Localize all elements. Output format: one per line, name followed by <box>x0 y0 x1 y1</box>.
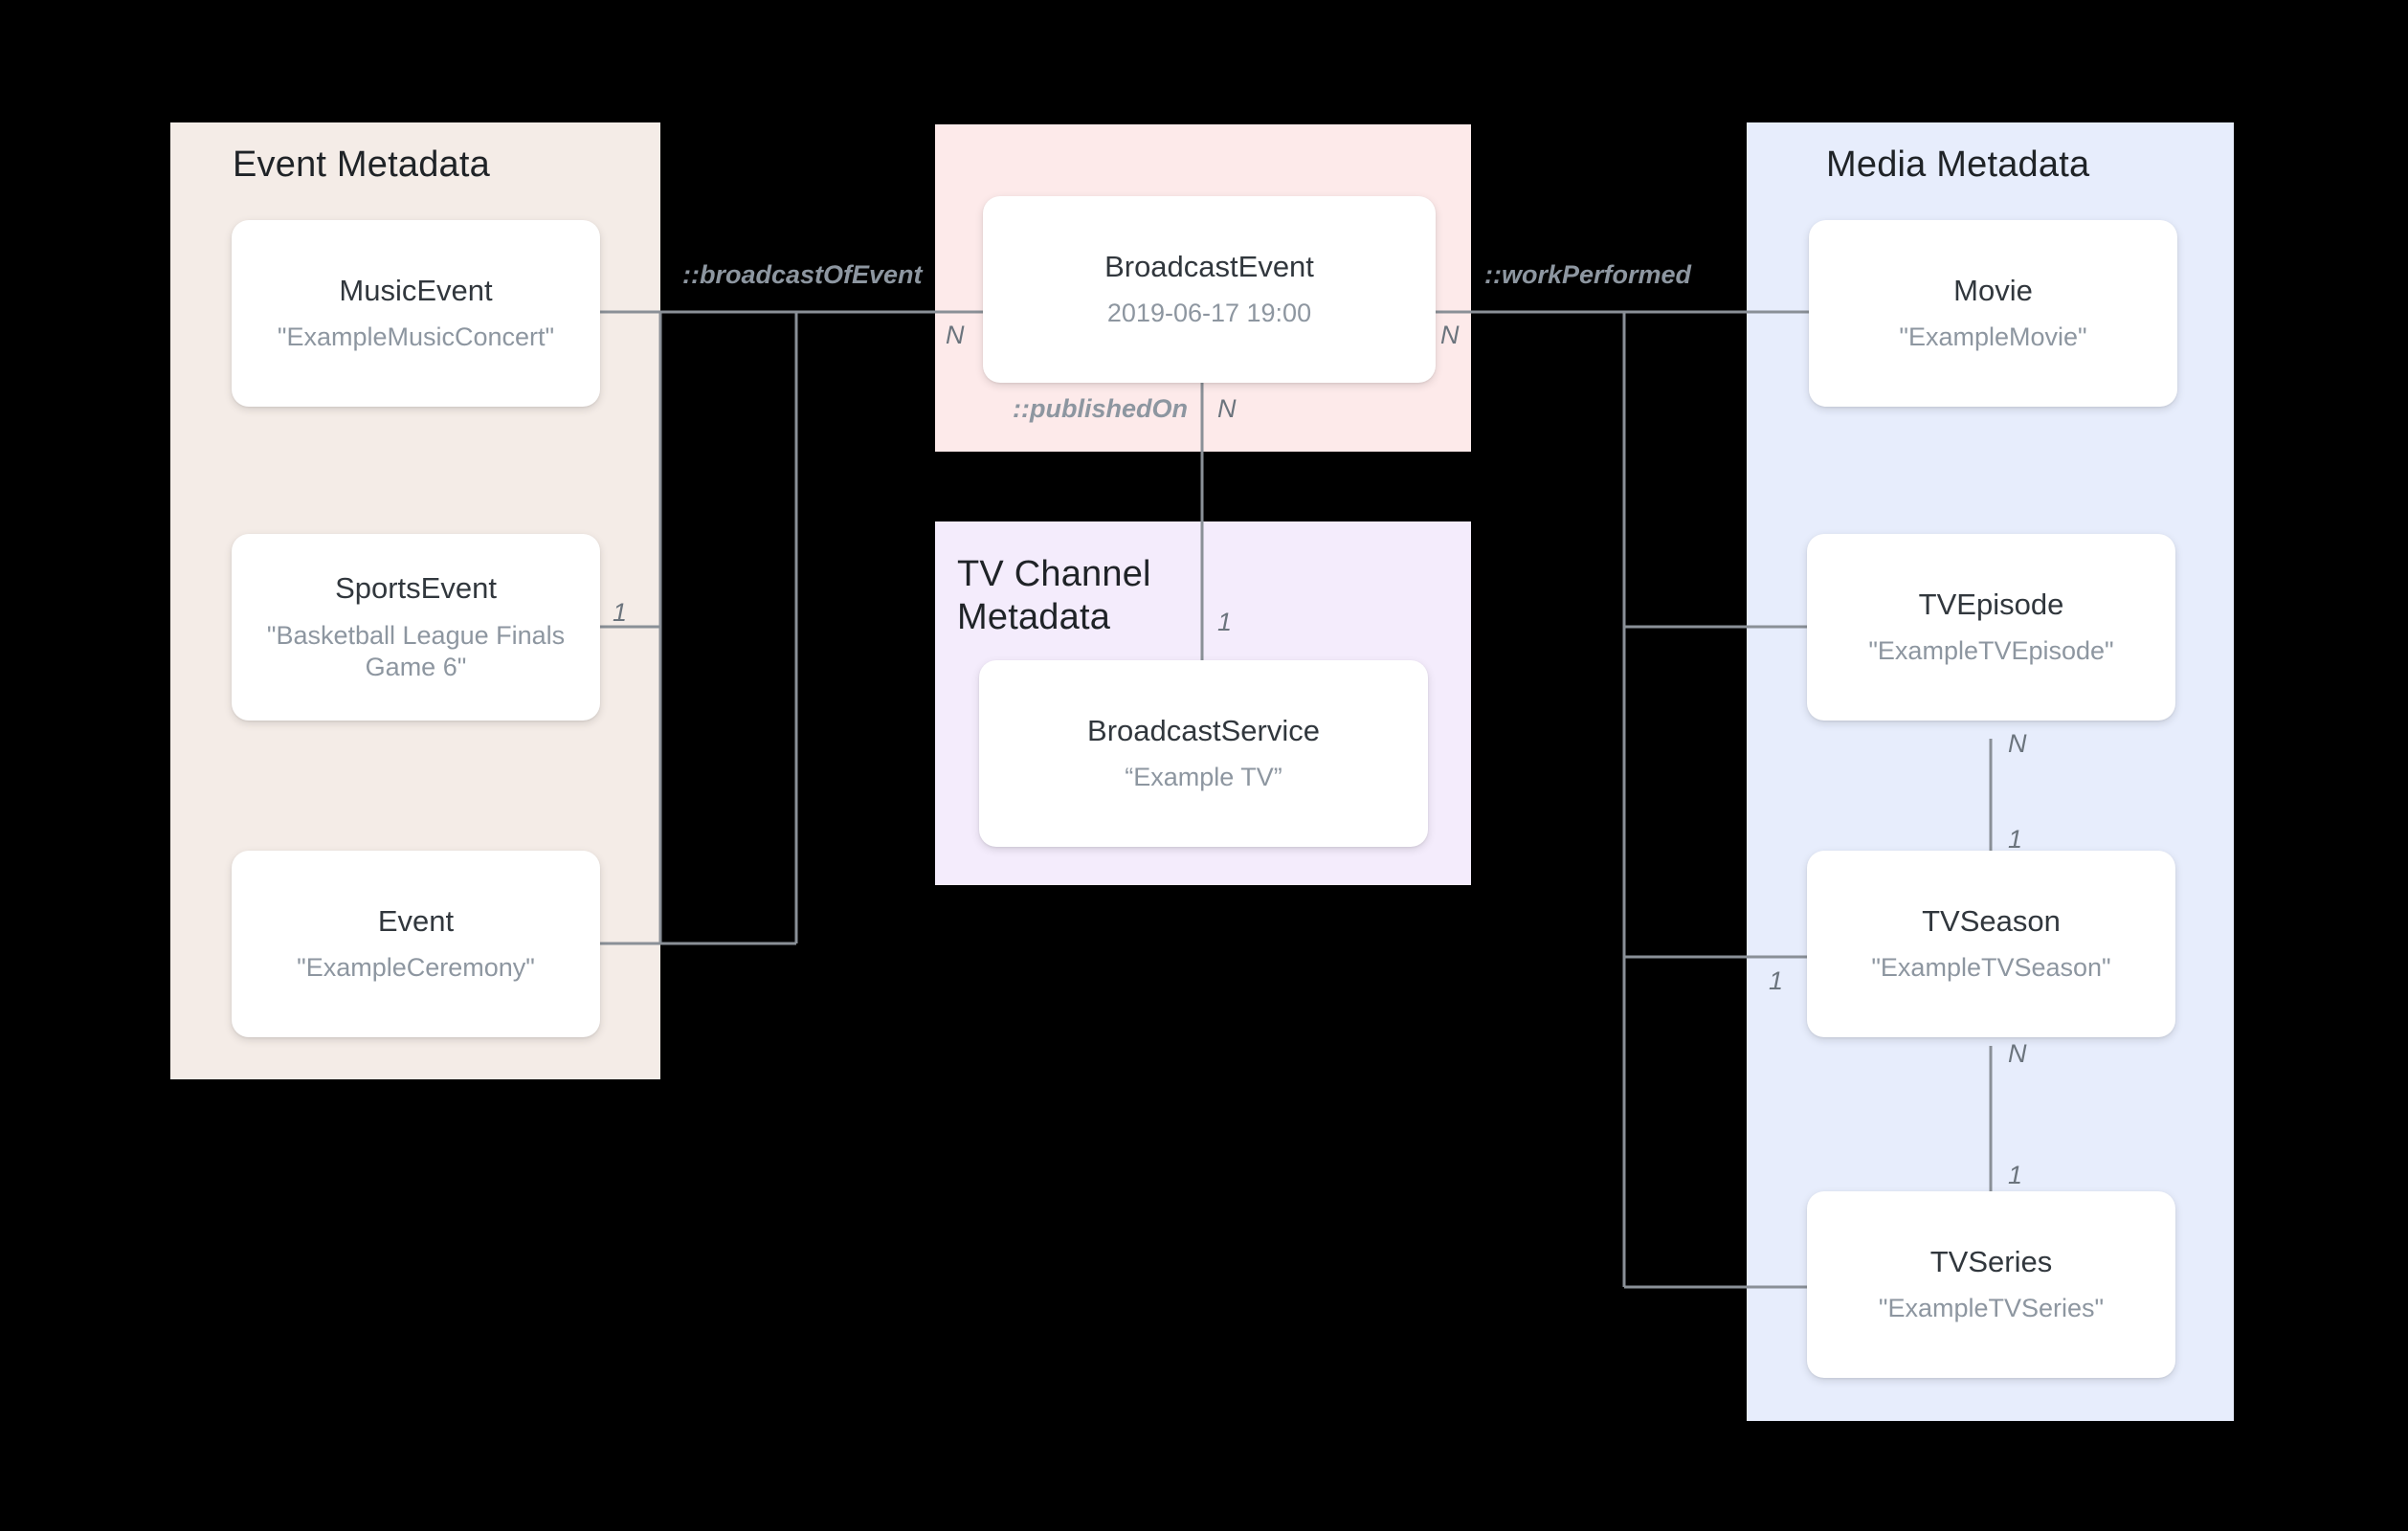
group-title-event-metadata: Event Metadata <box>233 144 490 185</box>
cardinality-tv-season-left: 1 <box>1769 966 1784 995</box>
entity-card-broadcast-event[interactable]: BroadcastEvent 2019-06-17 19:00 <box>983 196 1436 383</box>
entity-card-sports-event[interactable]: SportsEvent "Basketball League Finals Ga… <box>232 534 600 721</box>
cardinality-tv-season-bottom: N <box>2008 1039 2027 1068</box>
group-title-tv-channel-metadata: TV Channel Metadata <box>957 554 1151 637</box>
cardinality-broadcast-event-right: N <box>1440 321 1460 349</box>
entity-card-tv-season[interactable]: TVSeason "ExampleTVSeason" <box>1807 851 2175 1037</box>
relation-label-broadcast-of-event: ::broadcastOfEvent <box>682 260 923 289</box>
relation-label-published-on: ::publishedOn <box>1013 394 1188 423</box>
entity-value-broadcast-event: 2019-06-17 19:00 <box>1106 299 1312 328</box>
entity-type-tv-series: TVSeries <box>1929 1245 2053 1279</box>
relation-label-work-performed: ::workPerformed <box>1484 260 1692 289</box>
entity-value-tv-episode: "ExampleTVEpisode" <box>1868 636 2114 666</box>
entity-type-sports-event: SportsEvent <box>335 571 497 606</box>
cardinality-tv-series-top: 1 <box>2008 1161 2023 1189</box>
entity-type-music-event: MusicEvent <box>339 274 493 308</box>
entity-card-broadcast-service[interactable]: BroadcastService “Example TV” <box>979 660 1428 847</box>
entity-value-tv-series: "ExampleTVSeries" <box>1878 1294 2105 1323</box>
entity-card-music-event[interactable]: MusicEvent "ExampleMusicConcert" <box>232 220 600 407</box>
entity-type-tv-season: TVSeason <box>1922 904 2061 939</box>
entity-type-tv-episode: TVEpisode <box>1918 588 2064 622</box>
entity-value-music-event: "ExampleMusicConcert" <box>277 322 555 352</box>
entity-card-tv-series[interactable]: TVSeries "ExampleTVSeries" <box>1807 1191 2175 1378</box>
entity-type-movie: Movie <box>1953 274 2033 308</box>
cardinality-sports-event: 1 <box>613 598 628 627</box>
entity-value-broadcast-service: “Example TV” <box>1125 763 1282 792</box>
cardinality-tv-episode-bottom: N <box>2008 729 2027 758</box>
entity-card-movie[interactable]: Movie "ExampleMovie" <box>1809 220 2177 407</box>
entity-card-tv-episode[interactable]: TVEpisode "ExampleTVEpisode" <box>1807 534 2175 721</box>
cardinality-tv-season-top: 1 <box>2008 825 2023 854</box>
entity-value-tv-season: "ExampleTVSeason" <box>1871 953 2111 983</box>
entity-type-event: Event <box>377 904 455 939</box>
entity-value-event: "ExampleCeremony" <box>297 953 535 983</box>
entity-card-event[interactable]: Event "ExampleCeremony" <box>232 851 600 1037</box>
entity-value-movie: "ExampleMovie" <box>1899 322 2087 352</box>
entity-type-broadcast-event: BroadcastEvent <box>1104 250 1314 284</box>
cardinality-broadcast-service-top: 1 <box>1217 608 1233 636</box>
entity-type-broadcast-service: BroadcastService <box>1087 714 1320 748</box>
cardinality-broadcast-event-left: N <box>946 321 965 349</box>
group-title-media-metadata: Media Metadata <box>1826 144 2090 185</box>
cardinality-broadcast-event-bottom: N <box>1217 394 1237 423</box>
entity-value-sports-event: "Basketball League Finals Game 6" <box>266 620 566 682</box>
